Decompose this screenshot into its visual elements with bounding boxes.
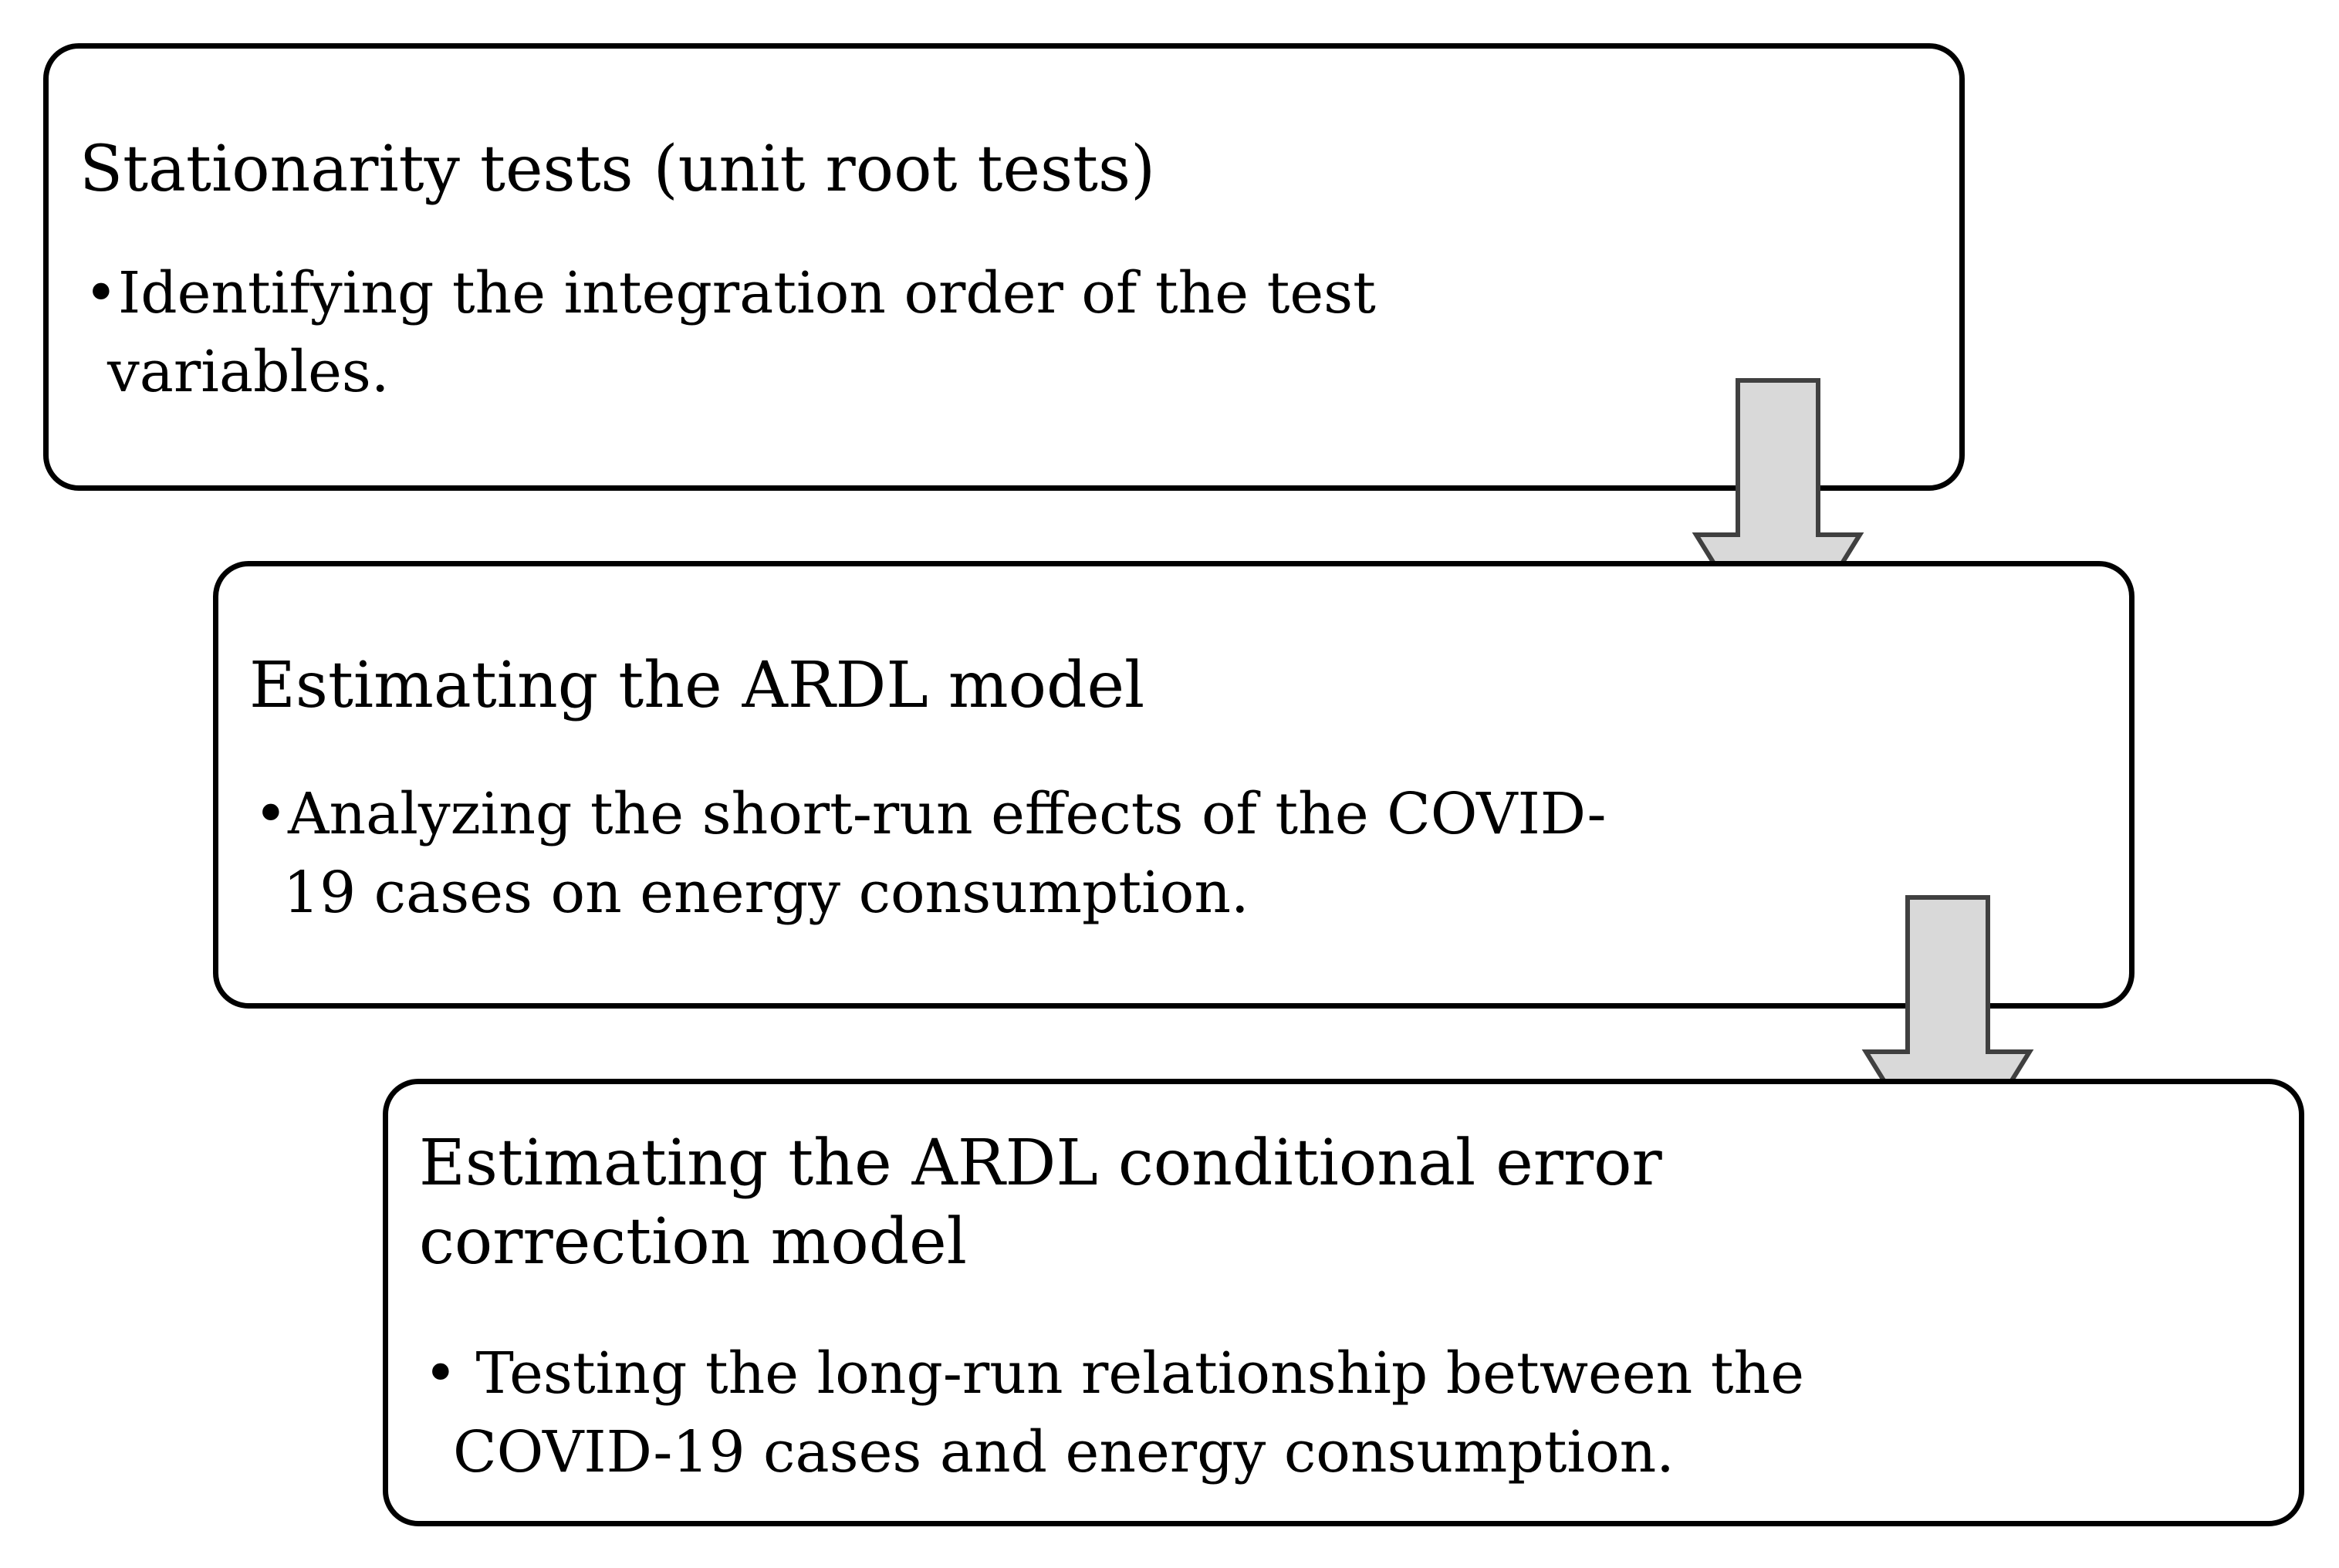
step-1-bullet-line-1: Identifying the integration order of the… <box>118 260 1376 326</box>
step-3-title: Estimating the ARDL conditional error co… <box>419 1127 1662 1279</box>
step-1-title: Stationarity tests (unit root tests) <box>79 133 1156 206</box>
step-2-bullet-line-1: Analyzing the short-run effects of the C… <box>288 781 1607 847</box>
step-3-bullet-line-2: COVID-19 cases and energy consumption. <box>453 1419 1675 1485</box>
step-2-bullet-line-2: 19 cases on energy consumption. <box>283 860 1249 926</box>
step-3-bullet-line-1: Testing the long-run relationship betwee… <box>458 1340 1804 1407</box>
step-2-bullet: •Analyzing the short-run effects of the … <box>254 775 1607 932</box>
bullet-dot-icon: • <box>424 1340 458 1407</box>
step-2-box: Estimating the ARDL model •Analyzing the… <box>213 561 2135 1009</box>
bullet-dot-icon: • <box>254 781 288 847</box>
step-2-title: Estimating the ARDL model <box>249 649 1145 722</box>
step-3-bullet: • Testing the long-run relationship betw… <box>424 1334 1804 1492</box>
bullet-dot-icon: • <box>84 260 118 326</box>
step-1-box: Stationarity tests (unit root tests) •Id… <box>43 43 1965 491</box>
step-3-box: Estimating the ARDL conditional error co… <box>383 1079 2304 1526</box>
step-1-bullet-line-2: variables. <box>107 339 390 405</box>
step-1-bullet: •Identifying the integration order of th… <box>84 254 1376 411</box>
